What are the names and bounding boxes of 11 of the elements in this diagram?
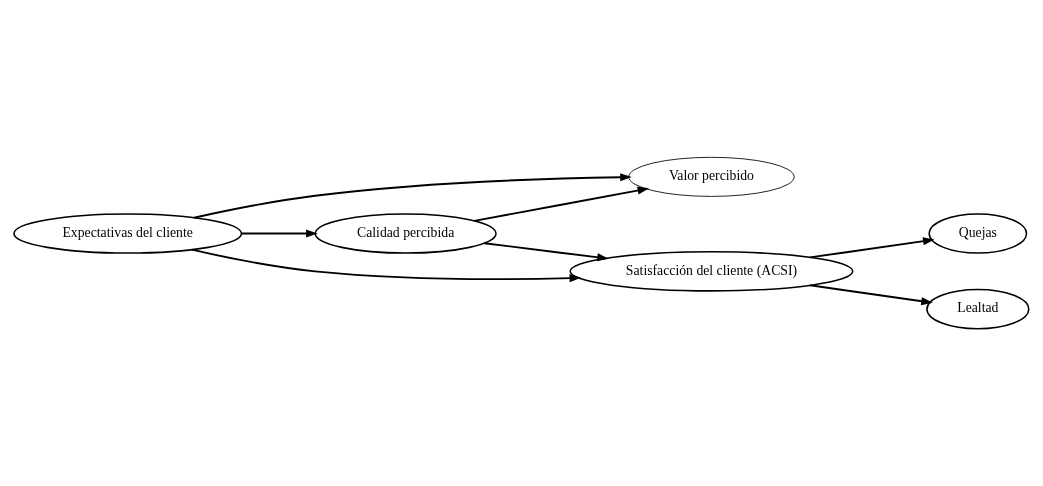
arrow [193, 173, 632, 219]
arrow [191, 248, 582, 283]
arrow [809, 237, 935, 259]
arrow [809, 284, 933, 306]
arrow [473, 186, 650, 222]
arrow [240, 229, 318, 238]
node-ellipse: Expectativas del cliente [13, 213, 243, 254]
node-ellipse: Lealtad [926, 288, 1030, 330]
arrow [483, 242, 609, 262]
node-ellipse: Calidad percibida [314, 213, 497, 254]
node-ellipse: Quejas [928, 213, 1028, 254]
